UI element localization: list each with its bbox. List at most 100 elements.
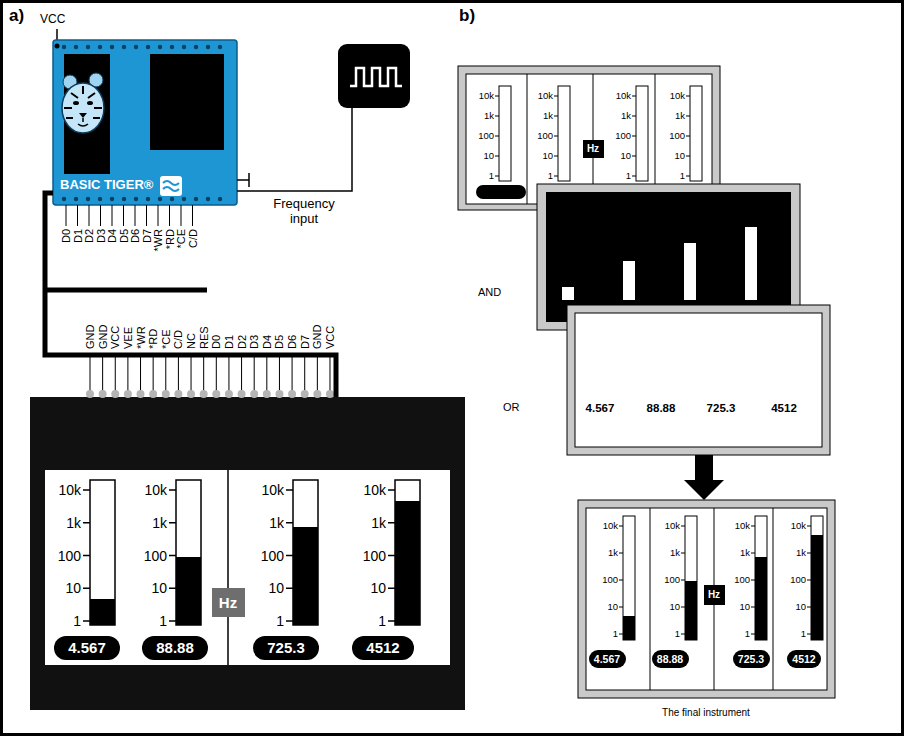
pin-label: NC (185, 299, 197, 349)
brand-name: BASIC TIGER® (60, 177, 153, 193)
scale-label: 1k (796, 547, 806, 559)
bar-fill (395, 501, 420, 625)
scale-label: 10k (144, 482, 167, 498)
pin-label: GND (311, 299, 323, 349)
scale-label: 10 (607, 601, 618, 613)
unit-box: Hz (704, 585, 725, 605)
module-board (53, 40, 237, 205)
operator-label: AND (478, 286, 501, 299)
pin-label: D2 (83, 229, 95, 279)
scale-label: 100 (664, 574, 680, 586)
lcd-display: 10k1k10010110k1k10010110k1k10010110k1k10… (30, 397, 465, 710)
bar-outline (558, 86, 570, 181)
pin-label: *RD (147, 299, 159, 349)
value-text: 4.567 (594, 653, 620, 666)
pin-label: D7 (141, 229, 153, 279)
scale-label: 1k (484, 110, 494, 122)
pin-solder (90, 390, 331, 398)
bus-line (45, 288, 207, 293)
scale-label: 1 (613, 628, 618, 640)
bar-outline (636, 86, 648, 181)
pin-label: VCC (109, 299, 121, 349)
scale-label: 100 (734, 574, 750, 586)
tiger-eye (87, 101, 93, 105)
scale-label: 10k (261, 482, 284, 498)
value-text: 4.567 (586, 401, 615, 415)
scale-label: 1k (740, 547, 750, 559)
pin-label: C/D (187, 229, 199, 279)
value-text: 4512 (771, 401, 797, 415)
bar-fill (176, 557, 201, 625)
unit-box: Hz (212, 588, 245, 617)
bar-fill (685, 581, 697, 640)
unit-label: Hz (587, 143, 599, 155)
chip-area (150, 54, 224, 150)
scale-label: 1 (276, 613, 284, 629)
bar-fill (755, 557, 767, 640)
panel-letter: b) (459, 6, 475, 26)
pin-label: RES (198, 299, 210, 349)
scale-label: 1k (608, 547, 618, 559)
layer-frame (567, 305, 830, 455)
bar-outline (811, 516, 823, 640)
instrument-frame (578, 500, 835, 698)
pin-label: *WR (152, 229, 164, 279)
pin-label: C/D (172, 299, 184, 349)
scale-label: 10k (603, 520, 618, 532)
scale-label: 1 (745, 628, 750, 640)
pin-label: D0 (210, 299, 222, 349)
scale-label: 100 (615, 130, 631, 142)
scale-label: 100 (790, 574, 806, 586)
pin-label: D3 (248, 299, 260, 349)
value-pill: 4.567 (54, 636, 120, 660)
bar-outline (755, 516, 767, 640)
value-text: 4.567 (68, 639, 106, 657)
bar-outline (395, 480, 420, 625)
bar-fill (811, 535, 823, 640)
tiger-nose (79, 113, 87, 118)
scale-label: 10 (483, 150, 494, 162)
module-pins (66, 205, 195, 226)
value-pill: 4512 (787, 650, 821, 668)
bar-fill (623, 616, 635, 640)
value-text: 4512 (366, 639, 399, 657)
lcd-screen (45, 470, 450, 665)
bar-shape (623, 261, 635, 300)
tiger-mouth (78, 118, 88, 126)
pin-label: D6 (286, 299, 298, 349)
scale-label: 10 (370, 580, 386, 596)
pin-label: D0 (60, 229, 72, 279)
pin-holes (64, 197, 232, 202)
pin-label: D6 (129, 229, 141, 279)
scale-label: 100 (478, 130, 494, 142)
bar-outline (176, 480, 201, 625)
scale-label: 1k (675, 110, 685, 122)
bar-outline (499, 86, 511, 181)
scale-label: 10k (363, 482, 386, 498)
bar-fill (293, 527, 318, 625)
value-text: 88.88 (156, 639, 194, 657)
tiger-stripes (64, 86, 102, 118)
pin-label: *CE (175, 229, 187, 279)
value-text: 725.3 (267, 639, 305, 657)
value-pill: 725.3 (253, 636, 319, 660)
scale-label: 10 (268, 580, 284, 596)
scale-label: 1k (670, 547, 680, 559)
instrument-screen (586, 508, 827, 690)
pin-label: GND (84, 299, 96, 349)
unit-label: Hz (708, 589, 720, 601)
divider-line (227, 470, 229, 665)
bar-outline (90, 480, 115, 625)
value-pill: 88.88 (142, 636, 208, 660)
display-board (30, 397, 465, 710)
scale-label: 100 (144, 548, 167, 564)
final-instrument: 10k1k10010110k1k10010110k1k10010110k1k10… (578, 500, 835, 698)
value-pill: 4.567 (589, 650, 626, 668)
bar-shape (562, 287, 574, 300)
bar-outline (685, 516, 697, 640)
value-text: 4512 (792, 653, 815, 666)
value-text: 725.3 (738, 653, 764, 666)
scale-label: 10 (542, 150, 553, 162)
value-pill-blank (476, 185, 526, 199)
scale-label: 10k (670, 90, 685, 102)
